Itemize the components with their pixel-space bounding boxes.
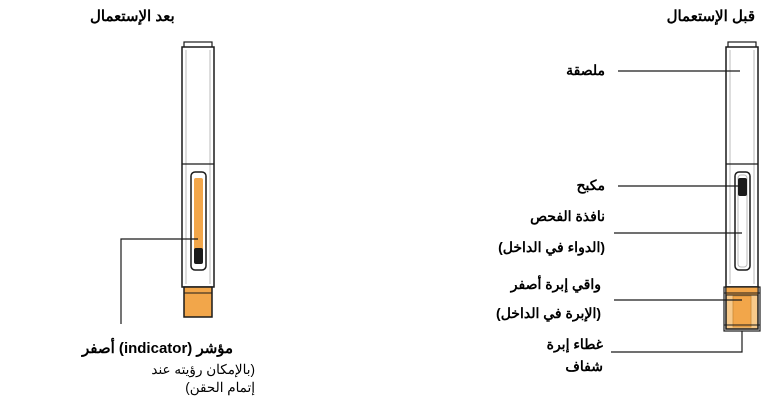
label-cap-line1: غطاء إبرة xyxy=(546,336,603,352)
plunger-stopper xyxy=(738,178,747,196)
leader-cap xyxy=(611,331,743,353)
label-plunger: مكبح xyxy=(576,177,606,193)
yellow-indicator xyxy=(183,286,213,318)
after-use-title: بعد الإستعمال xyxy=(90,8,175,25)
label-window-title: نافذة الفحص xyxy=(530,208,605,224)
label-indicator-note: (بالإمكان رؤيته عند إتمام الحقن) xyxy=(151,362,255,395)
pen-after xyxy=(181,41,215,318)
before-use-title: قبل الإستعمال xyxy=(666,8,755,25)
after-plunger-stopper xyxy=(194,248,203,264)
leader-indicator xyxy=(120,238,198,324)
inspection-window xyxy=(734,171,751,271)
yellow-indicator-strip xyxy=(194,178,203,250)
label-guard-sub: (الإبرة في الداخل) xyxy=(496,305,601,321)
leader-lines-before xyxy=(611,70,743,353)
pen-before xyxy=(723,41,761,332)
label-cap-line2: شفاف xyxy=(565,358,603,374)
label-indicator: مؤشر (indicator) أصفر xyxy=(82,340,234,357)
label-guard-title: واقي إبرة أصفر xyxy=(510,276,601,292)
label-window-sub: (الدواء في الداخل) xyxy=(498,239,605,255)
label-sticker: ملصقة xyxy=(566,62,605,78)
